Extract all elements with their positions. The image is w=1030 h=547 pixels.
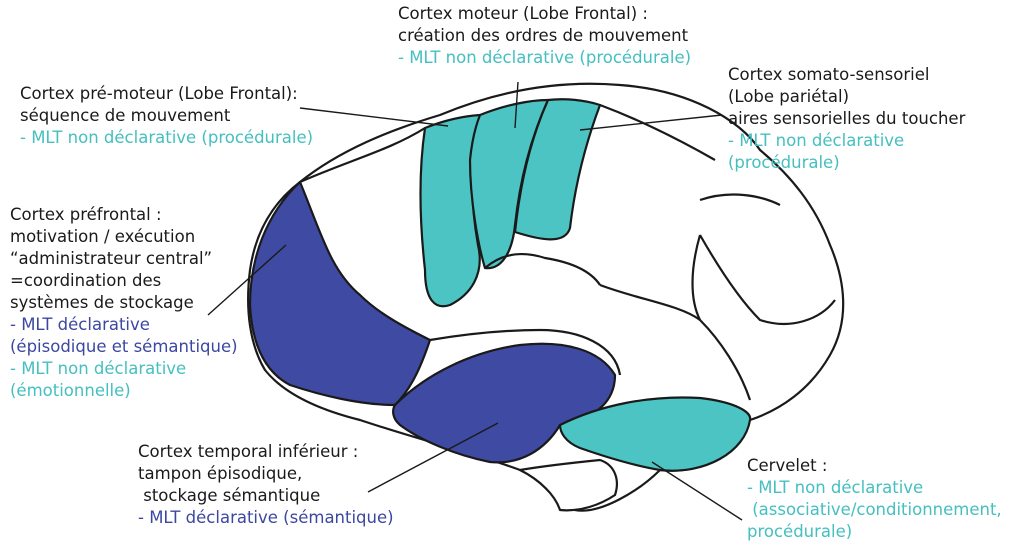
label-temporal-cortex: Cortex temporal inférieur : tampon épiso…	[138, 441, 394, 529]
prefrontal-title: Cortex préfrontal :	[10, 204, 238, 226]
leader-cervelet	[652, 462, 742, 520]
prefrontal-desc-1: motivation / exécution	[10, 226, 238, 248]
premotor-desc: séquence de mouvement	[20, 105, 313, 127]
somato-desc-1: (Lobe pariétal)	[728, 86, 965, 108]
cerebellum-memory-2: (associative/conditionnement,	[747, 499, 1002, 521]
motor-desc: création des ordres de mouvement	[398, 25, 691, 47]
prefrontal-desc-4: systèmes de stockage	[10, 292, 238, 314]
label-premotor-cortex: Cortex pré-moteur (Lobe Frontal): séquen…	[20, 83, 313, 149]
brainstem	[520, 460, 617, 510]
somato-desc-2: aires sensorielles du toucher	[728, 108, 965, 130]
motor-title: Cortex moteur (Lobe Frontal) :	[398, 3, 691, 25]
prefrontal-memory-nondecl-1: - MLT non déclarative	[10, 358, 238, 380]
label-motor-cortex: Cortex moteur (Lobe Frontal) : création …	[398, 3, 691, 69]
label-cerebellum: Cervelet : - MLT non déclarative (associ…	[747, 455, 1002, 543]
temporal-desc-1: tampon épisodique,	[138, 463, 394, 485]
temporal-title: Cortex temporal inférieur :	[138, 441, 394, 463]
premotor-title: Cortex pré-moteur (Lobe Frontal):	[20, 83, 313, 105]
cerebellum-title: Cervelet :	[747, 455, 1002, 477]
prefrontal-memory-nondecl-2: (émotionnelle)	[10, 380, 238, 402]
leader-premoteur	[300, 108, 448, 126]
somato-title: Cortex somato-sensoriel	[728, 64, 965, 86]
premotor-cortex-region	[420, 115, 480, 306]
motor-memory: - MLT non déclarative (procédurale)	[398, 47, 691, 69]
prefrontal-memory-decl-2: (épisodique et sémantique)	[10, 336, 238, 358]
premotor-memory: - MLT non déclarative (procédurale)	[20, 127, 313, 149]
somato-memory-2: (procédurale)	[728, 152, 965, 174]
prefrontal-memory-decl-1: - MLT déclarative	[10, 314, 238, 336]
label-prefrontal-cortex: Cortex préfrontal : motivation / exécuti…	[10, 204, 238, 402]
prefrontal-desc-3: =coordination des	[10, 270, 238, 292]
prefrontal-desc-2: “administrateur central”	[10, 248, 238, 270]
cerebellum-memory-1: - MLT non déclarative	[747, 477, 1002, 499]
temporal-memory: - MLT déclarative (sémantique)	[138, 507, 394, 529]
label-somatosensory-cortex: Cortex somato-sensoriel (Lobe pariétal) …	[728, 64, 965, 174]
temporal-desc-2: stockage sémantique	[138, 485, 394, 507]
somato-memory-1: - MLT non déclarative	[728, 130, 965, 152]
cerebellum-memory-3: procédurale)	[747, 521, 1002, 543]
